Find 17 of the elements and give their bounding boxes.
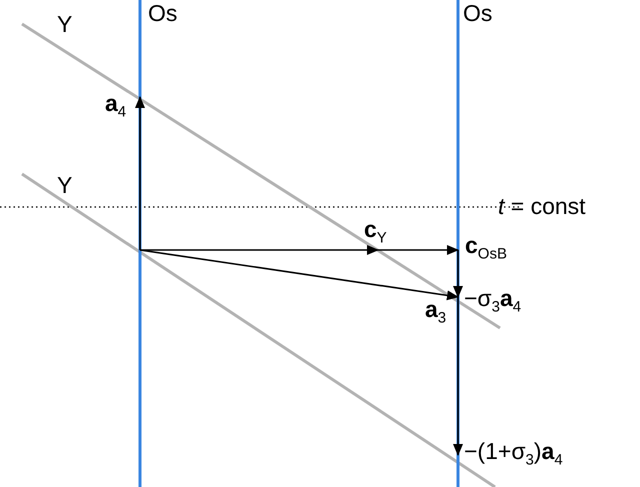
- line-label: Y: [57, 172, 72, 198]
- line-label: Os: [148, 0, 178, 26]
- arrow: [453, 297, 463, 456]
- vector-label: c$_{OsB}$: [465, 232, 507, 268]
- arrow: [453, 250, 463, 298]
- line-label: Os: [463, 0, 492, 26]
- arrow: [378, 245, 459, 255]
- vector-label: a$_{3}$: [425, 296, 446, 332]
- vector-label: a$_{4}$: [105, 90, 126, 126]
- arrow: [140, 245, 379, 255]
- vector-label: −(1+σ$_{3}$)a$_{4}$: [464, 438, 563, 474]
- arrow: [135, 96, 145, 250]
- arrow: [140, 249, 459, 300]
- line-label: t = const: [498, 193, 586, 219]
- vector-label: −σ$_{3}$a$_{4}$: [464, 285, 522, 321]
- vector-label: c$_{Y}$: [364, 216, 387, 252]
- line-label: Y: [57, 11, 72, 37]
